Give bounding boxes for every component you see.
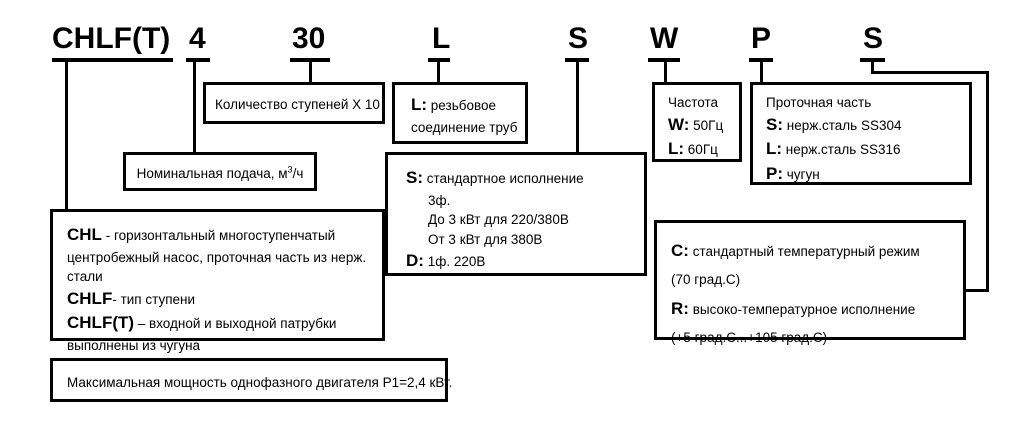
box-wetted-part-key-l: L: [766, 139, 783, 159]
box-connection-text-1: резьбовое [427, 98, 497, 113]
box-series-key-chlft: CHLF(T) [67, 313, 135, 333]
box-temperature-key-c: C: [671, 241, 689, 260]
code-segment-stages: 30 [292, 22, 326, 55]
box-frequency-key-w: W: [668, 114, 690, 134]
connector-stages [309, 58, 312, 82]
box-temperature-line-r: R: высоко-температурное исполнение [671, 293, 963, 325]
connector-series [65, 58, 68, 210]
box-flow-superscript: 3 [287, 164, 293, 175]
code-segment-series: CHLF(T) [52, 22, 171, 55]
underline-flow [186, 58, 210, 62]
box-frequency-line-w: W: 50Гц [668, 113, 739, 138]
connector-temperature-stem [871, 58, 874, 74]
box-wetted-part-line-s: S: нерж.сталь SS304 [766, 113, 969, 138]
underline-series [52, 58, 173, 62]
box-wetted-part-key-p: P: [766, 163, 783, 183]
connector-frequency [664, 58, 667, 82]
box-frequency-text-l: 60Гц [684, 142, 718, 158]
box-series-line-chlft: CHLF(T) – входной и выходной патрубки вы… [67, 311, 372, 355]
box-wetted-part-line-p: P: чугун [766, 162, 969, 187]
box-phase-key-d: D: [406, 251, 424, 271]
box-connection-line-1: L: резьбовое [411, 93, 525, 118]
box-wetted-part-title: Проточная часть [766, 95, 872, 110]
box-phase-line-s3: До 3 кВт для 220/380В [428, 212, 569, 228]
box-wetted-part-text-l: нерж.сталь SS316 [782, 142, 901, 158]
box-stages: Количество ступеней X 10 [203, 82, 385, 124]
connector-wetted-part [760, 58, 763, 82]
box-frequency: Частота W: 50Гц L: 60Гц [652, 82, 742, 162]
box-temperature-range-r: (+5 град.С...+105 град.С) [671, 330, 828, 346]
box-temperature-text-r: высоко-температурное исполнение [688, 301, 916, 317]
box-phase-line-d: D: 1ф. 220В [406, 249, 644, 274]
box-frequency-text-w: 50Гц [689, 117, 724, 133]
box-series-key-chlf: CHLF [67, 288, 113, 308]
box-flow-text-pre: Номинальная подача, м [136, 166, 288, 181]
code-segment-connection: L [432, 22, 451, 55]
box-phase-key-s: S: [406, 168, 423, 187]
code-segment-wetted-part: P [751, 22, 772, 55]
box-series-text-chlft: – входной и выходной патрубки выполнены … [67, 316, 337, 354]
box-series-line-chl: CHL - горизонтальный многоступенчатый це… [67, 223, 372, 287]
box-connection: L: резьбовое соединение труб [392, 82, 528, 144]
box-frequency-title: Частота [668, 95, 719, 110]
box-connection-line-2: соединение труб [411, 119, 518, 135]
box-phase: S: стандартное исполнение 3ф. До 3 кВт д… [385, 152, 647, 276]
box-flow-text-post: /ч [292, 166, 304, 181]
box-wetted-part: Проточная часть S: нерж.сталь SS304 L: н… [750, 82, 972, 185]
box-phase-text-d: 1ф. 220В [423, 254, 486, 270]
box-series-text-chl: - горизонтальный многоступенчатый центро… [67, 228, 367, 285]
connector-temperature-drop [986, 71, 989, 292]
connector-temperature-join [963, 289, 989, 292]
code-segment-frequency: W [650, 22, 679, 55]
box-connection-key: L: [411, 95, 428, 114]
box-series-key-chl: CHL [67, 225, 102, 244]
box-phase-line-s2: 3ф. [428, 192, 451, 208]
box-wetted-part-line-l: L: нерж.сталь SS316 [766, 137, 969, 162]
box-frequency-key-l: L: [668, 139, 685, 159]
box-power-note: Максимальная мощность однофазного двигат… [50, 358, 453, 402]
box-frequency-line-l: L: 60Гц [668, 137, 739, 162]
box-stages-line-1: Количество ступеней X 10 [215, 97, 380, 112]
code-segment-temperature: S [863, 22, 884, 55]
box-temperature-text-c: стандартный температурный режим [688, 244, 920, 259]
connector-flow [193, 58, 196, 153]
box-phase-line-s: S: стандартное исполнение [406, 166, 644, 191]
box-temperature-line-c: C: стандартный температурный режим [671, 235, 963, 267]
connector-phase [576, 58, 579, 152]
box-power-note-text: Максимальная мощность однофазного двигат… [67, 375, 453, 390]
box-phase-text-s: стандартное исполнение [423, 171, 584, 186]
box-phase-line-s4: От 3 кВт для 380В [428, 231, 543, 247]
box-wetted-part-text-p: чугун [783, 166, 820, 182]
code-segment-flow: 4 [189, 22, 206, 55]
box-series: CHL - горизонтальный многоступенчатый це… [50, 209, 385, 353]
box-temperature: C: стандартный температурный режим (70 г… [654, 220, 966, 345]
box-temperature-range-c: (70 град.С) [671, 272, 741, 288]
code-segment-phase: S [568, 22, 589, 55]
box-wetted-part-text-s: нерж.сталь SS304 [783, 117, 902, 133]
box-flow-line-1: Номинальная подача, м3/ч [135, 164, 305, 184]
box-temperature-key-r: R: [671, 298, 689, 318]
box-wetted-part-key-s: S: [766, 114, 783, 134]
box-flow: Номинальная подача, м3/ч [123, 152, 317, 191]
connector-temperature-horizontal [871, 71, 989, 74]
box-series-line-chlf: CHLF- тип ступени [67, 287, 372, 312]
box-series-text-chlf: - тип ступени [112, 291, 196, 307]
connector-connection [437, 58, 440, 82]
